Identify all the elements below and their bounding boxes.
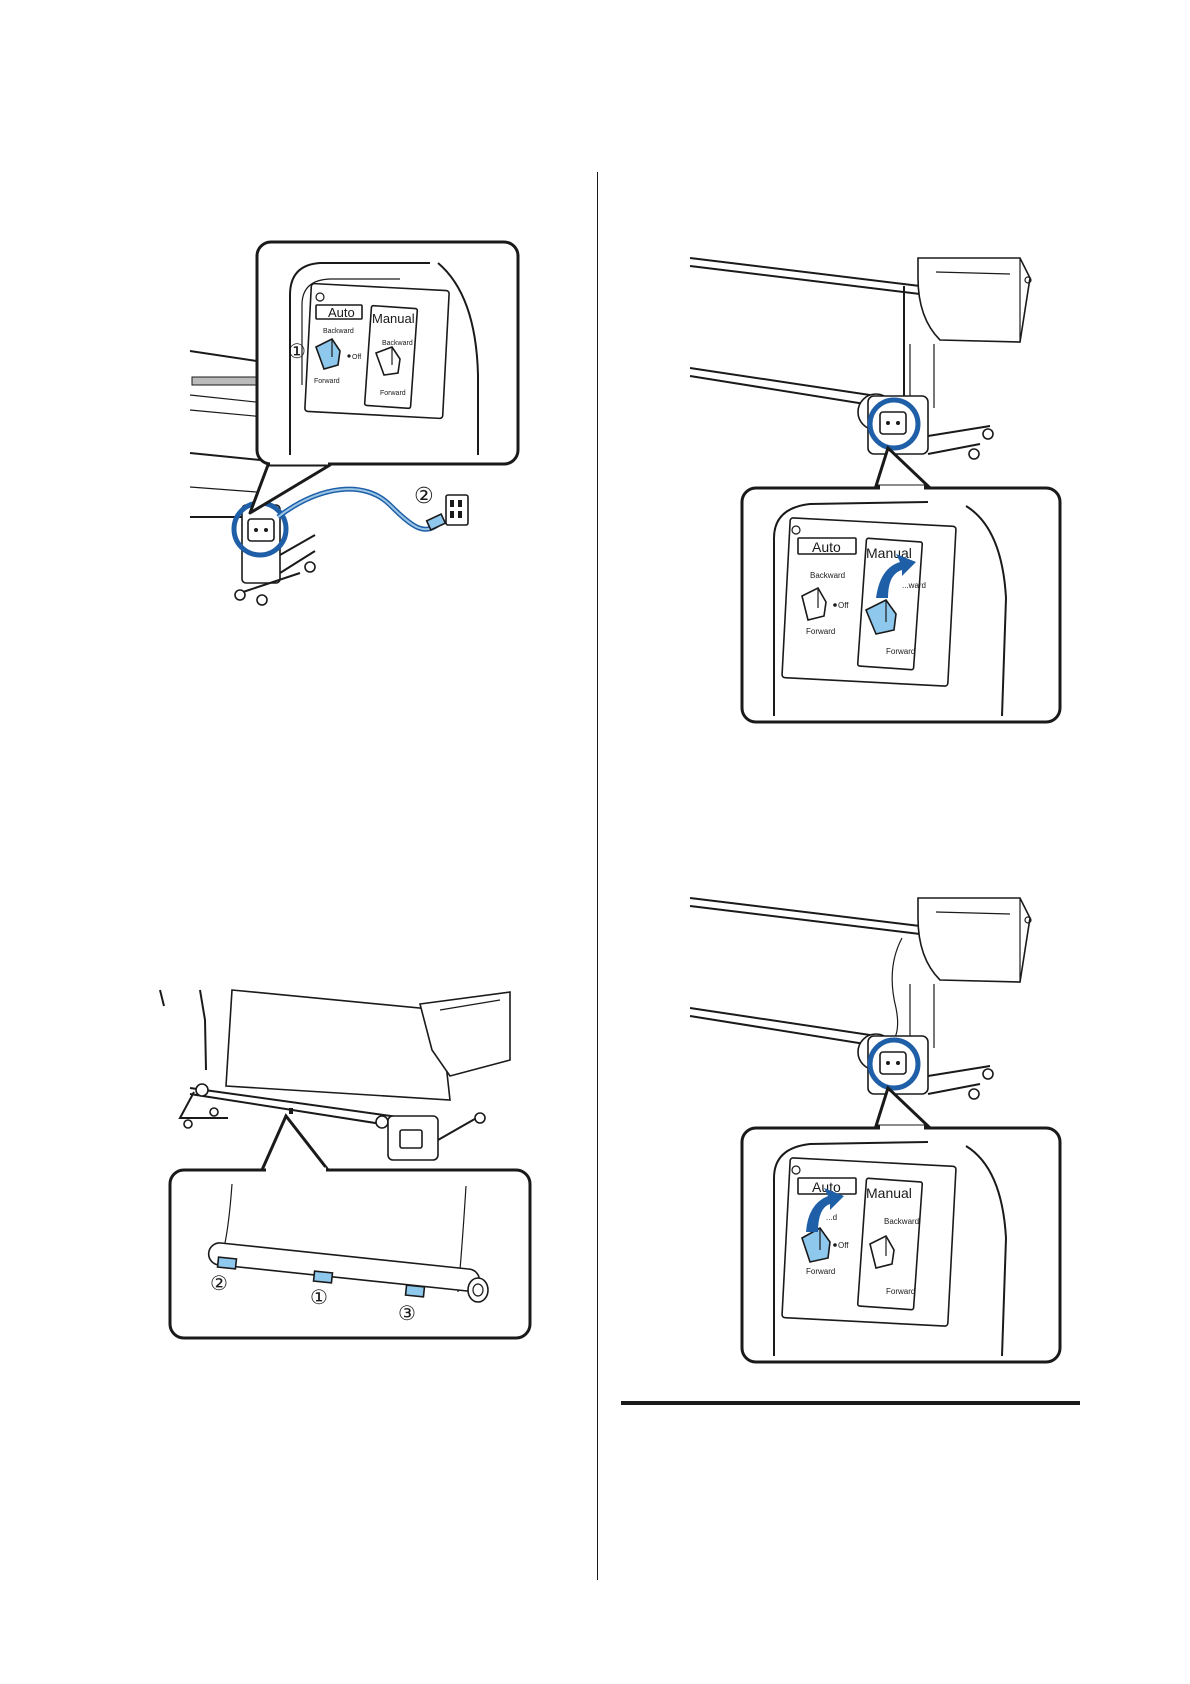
- auto-label: Auto: [812, 539, 841, 555]
- section-rule: [621, 1401, 1080, 1405]
- manual-backward-label: Backward: [884, 1217, 919, 1226]
- callout-3: ③: [398, 1303, 416, 1325]
- figure-roll-core-tape: ② ① ③: [150, 990, 535, 1350]
- printer-with-paper: [160, 990, 510, 1160]
- printer-body: [690, 898, 1031, 1048]
- figure-manual-backward-svg: Auto Manual Backward Forward Off ...ward…: [690, 258, 1065, 728]
- manual-forward-label: Forward: [380, 390, 406, 397]
- manual-forward-label: Forward: [886, 1287, 915, 1296]
- backward-label: Backward: [323, 328, 354, 335]
- forward-label: Forward: [806, 1267, 835, 1276]
- wall-outlet: [446, 495, 468, 525]
- take-up-unit: [235, 505, 315, 605]
- manual-label: Manual: [866, 1185, 912, 1201]
- manual-backward-label: Backward: [382, 340, 413, 347]
- backward-label: ...d: [826, 1213, 837, 1222]
- figure-manual-backward: Auto Manual Backward Forward Off ...ward…: [690, 258, 1065, 728]
- forward-label: Forward: [806, 627, 835, 636]
- manual-label: Manual: [372, 311, 415, 326]
- tape-2: [218, 1257, 237, 1269]
- tape-1: [314, 1271, 333, 1283]
- figure-auto-backward: Auto Manual ...d Forward Off Backward Fo…: [690, 898, 1065, 1368]
- off-label: Off: [352, 354, 361, 361]
- column-divider: [597, 172, 598, 1580]
- callout-2: ②: [414, 483, 434, 508]
- callout-1: ①: [288, 341, 306, 363]
- figure-power-connection: ② Auto Manual Backward Forward Off Backw…: [190, 255, 530, 615]
- off-label: Off: [838, 1241, 849, 1250]
- callout-1: ①: [310, 1287, 328, 1309]
- backward-label: Backward: [810, 571, 845, 580]
- figure-power-connection-svg: ② Auto Manual Backward Forward Off Backw…: [190, 255, 530, 615]
- forward-label: Forward: [314, 378, 340, 385]
- manual-forward-label: Forward: [886, 647, 915, 656]
- tape-3: [406, 1285, 425, 1297]
- figure-roll-core-tape-svg: ② ① ③: [150, 990, 535, 1350]
- auto-label: Auto: [328, 305, 355, 320]
- manual-backward-label: ...ward: [902, 581, 926, 590]
- printer-body: [690, 258, 1031, 408]
- callout-2: ②: [210, 1273, 228, 1295]
- figure-auto-backward-svg: Auto Manual ...d Forward Off Backward Fo…: [690, 898, 1065, 1368]
- off-label: Off: [838, 601, 849, 610]
